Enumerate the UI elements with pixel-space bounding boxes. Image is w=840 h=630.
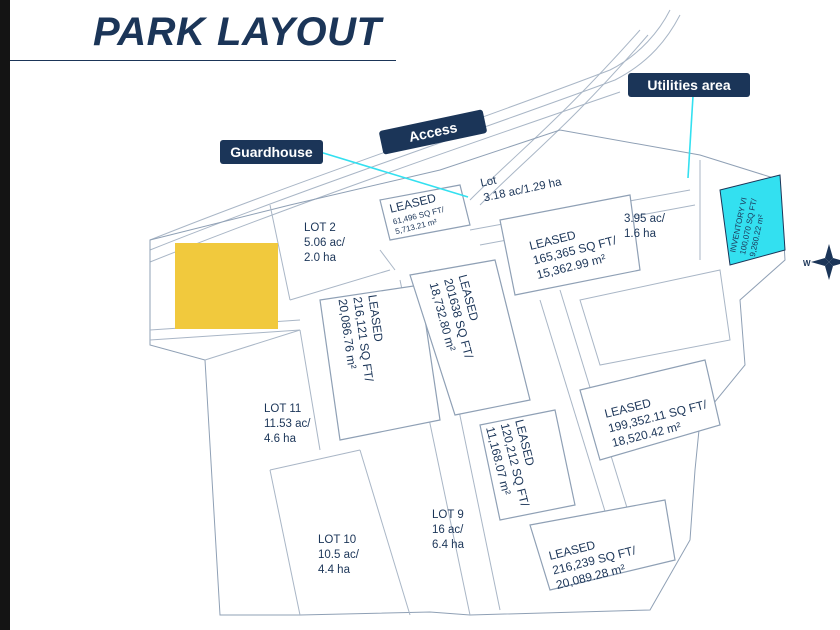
window-edge [0, 0, 10, 630]
lot9-acres: 16 ac/ [432, 524, 464, 536]
utilities-label-text: Utilities area [647, 77, 731, 93]
lot2-west-line [269, 204, 291, 301]
utilities-area-label: Utilities area [628, 73, 750, 97]
highway-curve-1 [149, 9, 671, 241]
west-road-2 [149, 329, 301, 341]
guardhouse-label-text: Guardhouse [230, 144, 313, 160]
lot10-west-line [269, 469, 301, 616]
building-165365 [499, 194, 641, 296]
lot-395-acres: 3.95 ac/ [624, 213, 666, 225]
lot2-south-line [289, 269, 391, 301]
lot-small-name: Lot [479, 175, 498, 190]
lot11-south-line [269, 449, 361, 471]
site-boundary [149, 129, 786, 616]
lot-395-ha: 1.6 ha [624, 228, 657, 240]
building-216121 [319, 284, 441, 441]
guardhouse-label: Guardhouse [220, 140, 323, 164]
lot10-acres: 10.5 ac/ [318, 549, 360, 561]
b216121-status: LEASED [365, 294, 386, 343]
lot2-ha: 2.0 ha [304, 252, 337, 264]
parking-block [579, 269, 731, 366]
lot2-east-line [379, 249, 396, 271]
highway-curve-2 [149, 14, 681, 251]
page-title: PARK LAYOUT [93, 10, 382, 54]
inventory-vi-building [719, 174, 786, 266]
redacted-overlay-box [175, 243, 278, 329]
title-underline [10, 60, 396, 61]
lot2-acres: 5.06 ac/ [304, 237, 346, 249]
lot11-ha: 4.6 ha [264, 433, 297, 445]
access-road-1 [469, 29, 641, 201]
lot2-name: LOT 2 [304, 222, 336, 234]
building-120212 [479, 409, 576, 521]
lot11-name: LOT 11 [264, 403, 301, 415]
compass-west-label: W [803, 259, 811, 268]
building-216239 [529, 499, 676, 591]
building-199352 [579, 359, 721, 461]
lot11-east-line [299, 329, 321, 451]
lot11-north-line [204, 329, 301, 361]
access-road-2 [479, 34, 649, 206]
compass-rose-icon: W [803, 244, 840, 280]
lot9-ha: 6.4 ha [432, 539, 465, 551]
lot10-ha: 4.4 ha [318, 564, 351, 576]
building-61496 [379, 184, 471, 241]
lot11-acres: 11.53 ac/ [264, 418, 311, 430]
lot9-name: LOT 9 [432, 509, 464, 521]
building-201638 [409, 259, 531, 416]
lot10-name: LOT 10 [318, 534, 356, 546]
utilities-leader [687, 95, 694, 179]
lot10-east-line [359, 449, 411, 616]
guardhouse-leader [319, 151, 469, 198]
